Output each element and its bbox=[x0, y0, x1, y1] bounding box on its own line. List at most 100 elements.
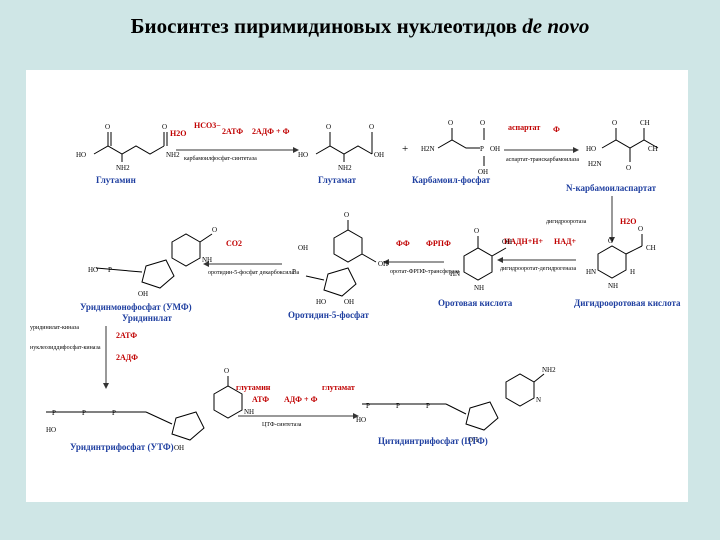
pathway-diagram: O O HO NH2 NH2 Глутамин H2O HCO3− 2АТФ 2… bbox=[30, 119, 681, 452]
reagent-adp-1: 2АДФ bbox=[116, 353, 138, 362]
svg-text:NH2: NH2 bbox=[166, 151, 180, 159]
svg-text:P: P bbox=[396, 402, 400, 410]
svg-text:O: O bbox=[474, 227, 479, 235]
svg-text:HN: HN bbox=[450, 270, 460, 278]
reagent-h2o-2: H2O bbox=[620, 217, 636, 226]
enzyme-oprt: оротат-ФРПФ-трансфераза bbox=[390, 268, 460, 275]
svg-text:P: P bbox=[112, 409, 116, 417]
svg-text:OH: OH bbox=[174, 444, 184, 452]
glutamine-structure: O O HO NH2 NH2 bbox=[76, 123, 180, 172]
label-dihydroorotate: Дигидрооротовая кислота bbox=[574, 298, 681, 308]
svg-text:OH: OH bbox=[298, 244, 308, 252]
svg-text:O: O bbox=[105, 123, 110, 131]
carbamoyl-phosphate-structure: O H2N P O OH OH bbox=[421, 119, 500, 176]
pathway-panel: O O HO NH2 NH2 Глутамин H2O HCO3− 2АТФ 2… bbox=[26, 70, 688, 502]
svg-text:NH2: NH2 bbox=[542, 366, 556, 374]
enzyme-uk: уридинилат-киназа bbox=[30, 325, 79, 331]
omp-structure: O OH HO OH OH P bbox=[292, 211, 388, 306]
svg-text:CH: CH bbox=[648, 145, 658, 153]
svg-text:O: O bbox=[608, 237, 613, 245]
svg-text:P: P bbox=[366, 402, 370, 410]
svg-text:HO: HO bbox=[76, 151, 86, 159]
reagent-2atp: 2АТФ bbox=[222, 127, 243, 136]
reagent-phi: Ф bbox=[553, 125, 560, 134]
svg-text:NH: NH bbox=[244, 408, 254, 416]
svg-text:P: P bbox=[82, 409, 86, 417]
svg-text:P: P bbox=[426, 402, 430, 410]
title-italic: de novo bbox=[522, 14, 590, 38]
ctp-structure: NH2 N P P P HO OH bbox=[356, 366, 556, 444]
reagent-hco3: HCO3− bbox=[194, 121, 221, 130]
svg-text:N: N bbox=[536, 396, 541, 404]
svg-text:NH2: NH2 bbox=[338, 164, 352, 172]
reagent-h2o: H2O bbox=[170, 129, 186, 138]
enzyme-ctps: ЦТФ-синтетаза bbox=[262, 422, 302, 428]
svg-text:O: O bbox=[638, 225, 643, 233]
reagent-aspartate: аспартат bbox=[508, 123, 540, 132]
svg-text:OH: OH bbox=[502, 238, 512, 246]
svg-text:O: O bbox=[212, 226, 217, 234]
svg-text:O: O bbox=[448, 119, 453, 127]
svg-text:NH2: NH2 bbox=[116, 164, 130, 172]
enzyme-dhodh: дигидрооротат-дегидрогеназа bbox=[500, 266, 576, 272]
reagent-frpp: ФРПФ bbox=[426, 239, 451, 248]
plus-sign: + bbox=[402, 143, 408, 155]
label-uridinylate: Уридинилат bbox=[122, 313, 172, 323]
enzyme-ndk: нуклеозиддифосфат-киназа bbox=[30, 344, 101, 351]
svg-text:OH: OH bbox=[478, 168, 488, 176]
enzyme-dho: дигидрооротаза bbox=[546, 219, 587, 225]
svg-text:P: P bbox=[292, 268, 296, 276]
svg-text:HO: HO bbox=[46, 426, 56, 434]
svg-text:O: O bbox=[162, 123, 167, 131]
svg-text:CH: CH bbox=[646, 244, 656, 252]
svg-text:CH: CH bbox=[640, 119, 650, 127]
svg-text:HO: HO bbox=[298, 151, 308, 159]
svg-text:P: P bbox=[108, 266, 112, 274]
reagent-nad: НАД+ bbox=[554, 237, 577, 246]
glutamate-structure: O O HO OH NH2 bbox=[298, 123, 384, 172]
svg-text:H: H bbox=[630, 268, 635, 276]
reagent-adp-3: АДФ + Ф bbox=[284, 395, 318, 404]
enzyme-atc: аспартат-транскарбамоилаза bbox=[506, 156, 579, 163]
svg-text:HN: HN bbox=[586, 268, 596, 276]
label-carbamoyl-phosphate: Карбамоил-фосфат bbox=[412, 175, 491, 185]
slide-title: Биосинтез пиримидиновых нуклеотидов de n… bbox=[0, 14, 720, 39]
carbamoyl-aspartate-structure: O CH HO CH H2N O bbox=[586, 119, 659, 172]
svg-text:NH: NH bbox=[202, 256, 212, 264]
reagent-glutamate-2: глутамат bbox=[322, 383, 355, 392]
svg-text:NH: NH bbox=[474, 284, 484, 292]
svg-text:OH: OH bbox=[378, 260, 388, 268]
svg-text:HO: HO bbox=[316, 298, 326, 306]
label-ctp: Цитидинтрифосфат (ЦТФ) bbox=[378, 436, 488, 446]
reagent-2adp: 2АДФ + Ф bbox=[252, 127, 290, 136]
svg-text:O: O bbox=[626, 164, 631, 172]
ump-structure: O NH HO P OH bbox=[88, 226, 217, 298]
label-glutamine: Глутамин bbox=[96, 175, 136, 185]
reagent-ff: ФФ bbox=[396, 239, 410, 248]
svg-text:H2N: H2N bbox=[588, 160, 602, 168]
svg-text:HO: HO bbox=[356, 416, 366, 424]
label-orotate: Оротовая кислота bbox=[438, 298, 513, 308]
svg-text:P: P bbox=[480, 145, 484, 153]
svg-text:O: O bbox=[326, 123, 331, 131]
svg-text:OH: OH bbox=[138, 290, 148, 298]
svg-text:O: O bbox=[344, 211, 349, 219]
reagent-atp-1: 2АТФ bbox=[116, 331, 137, 340]
svg-text:H2N: H2N bbox=[421, 145, 435, 153]
label-glutamate: Глутамат bbox=[318, 175, 357, 185]
reagent-atp-3: АТФ bbox=[252, 395, 269, 404]
title-text: Биосинтез пиримидиновых нуклеотидов bbox=[130, 14, 518, 38]
svg-text:O: O bbox=[480, 119, 485, 127]
svg-text:O: O bbox=[612, 119, 617, 127]
dihydroorotate-structure: O O CH HN NH H bbox=[586, 225, 656, 290]
label-omp: Оротидин-5-фосфат bbox=[288, 310, 370, 320]
svg-text:O: O bbox=[224, 367, 229, 375]
svg-text:HO: HO bbox=[88, 266, 98, 274]
label-ump: Уридинмонофосфат (УМФ) bbox=[80, 302, 192, 312]
svg-text:OH: OH bbox=[468, 436, 478, 444]
enzyme-odc: оротидин-5-фосфат декарбоксилаза bbox=[208, 269, 299, 276]
reagent-co2: CO2 bbox=[226, 239, 242, 248]
svg-text:NH: NH bbox=[608, 282, 618, 290]
reagent-nadh: НАДН+Н+ bbox=[504, 237, 544, 246]
svg-text:OH: OH bbox=[490, 145, 500, 153]
